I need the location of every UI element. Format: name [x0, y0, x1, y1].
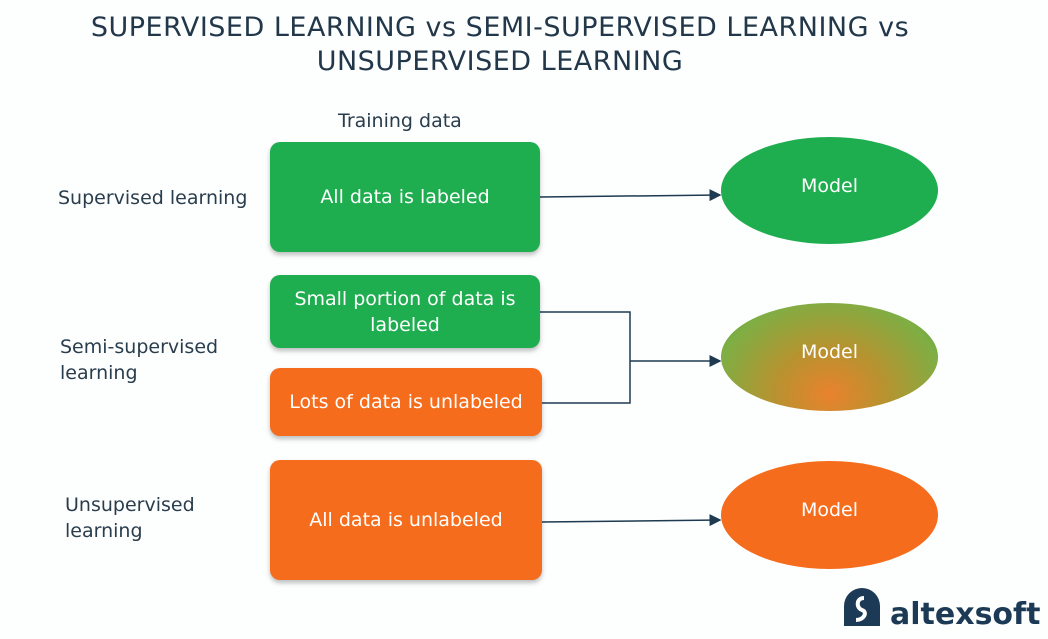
altexsoft-logo: altexsoft	[840, 586, 1040, 630]
model-supervised: Model	[721, 137, 938, 244]
box-lots-unlabeled: Lots of data is unlabeled	[270, 368, 542, 436]
title-line-2: UNSUPERVISED LEARNING	[316, 46, 684, 77]
row-label-semi-supervised: Semi-supervised learning	[60, 336, 219, 384]
row-label-supervised: Supervised learning	[58, 187, 248, 209]
altexsoft-logo-text: altexsoft	[890, 597, 1041, 632]
model-semi-supervised: Model	[721, 303, 938, 411]
arrow-supervised	[539, 189, 722, 202]
altexsoft-logo-icon	[844, 588, 880, 626]
model-unsupervised: Model	[721, 461, 938, 569]
box-all-labeled: All data is labeled	[270, 142, 540, 252]
row-label-unsupervised: Unsupervised learning	[65, 494, 195, 542]
column-header-training-data: Training data	[338, 110, 462, 132]
box-small-labeled: Small portion of data is labeled	[270, 275, 540, 348]
box-all-unlabeled: All data is unlabeled	[270, 460, 542, 580]
arrow-unsupervised	[541, 514, 722, 527]
bracket-semi	[540, 311, 631, 404]
title-line-1: SUPERVISED LEARNING vs SEMI-SUPERVISED L…	[90, 12, 910, 43]
